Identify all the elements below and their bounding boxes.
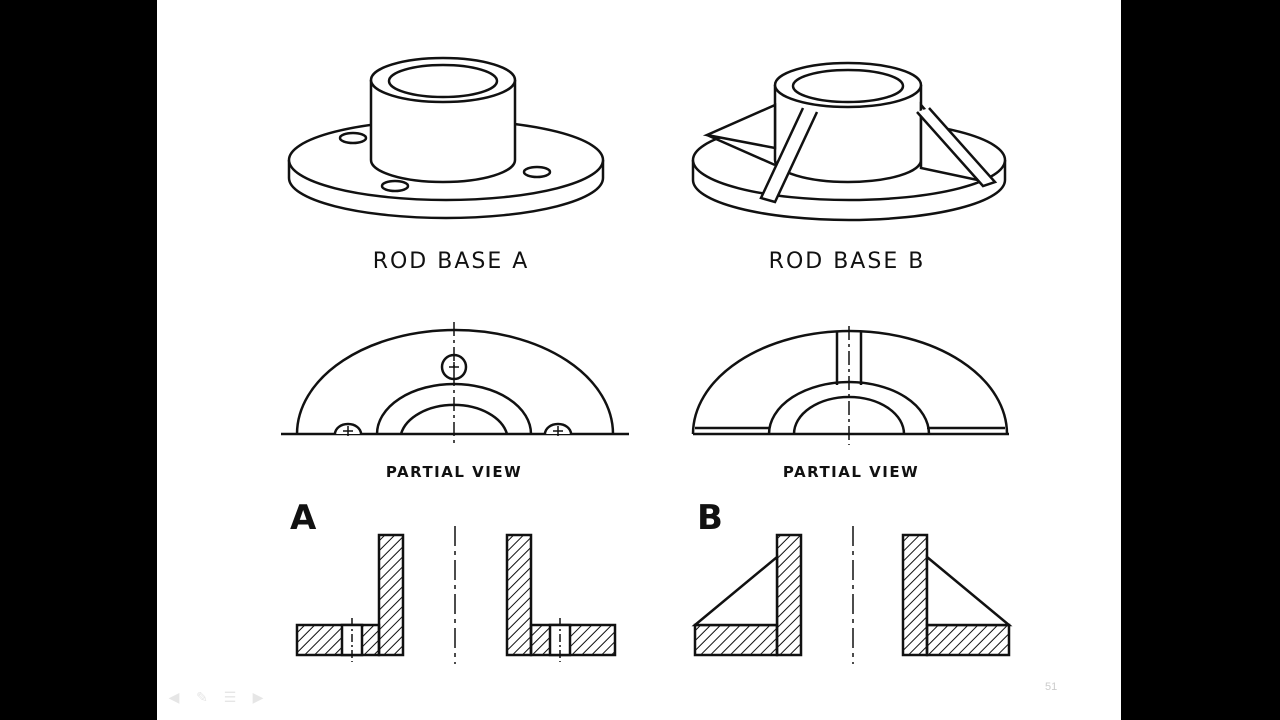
slide: ROD BASE A ROD BASE B PARTIAL VIEW PARTI… xyxy=(157,0,1121,720)
pen-icon[interactable]: ✎ xyxy=(196,689,208,705)
partial-view-b-label: PARTIAL VIEW xyxy=(782,463,920,481)
menu-icon[interactable]: ☰ xyxy=(223,689,237,705)
partial-view-a-label: PARTIAL VIEW xyxy=(385,463,523,481)
rod-base-b-isometric xyxy=(691,61,1007,222)
page-number: 51 xyxy=(1045,681,1058,693)
slide-nav-bar: ◀ ✎ ☰ ▶ xyxy=(165,690,267,704)
technical-drawing xyxy=(281,56,1013,664)
arrow-right-icon[interactable]: ▶ xyxy=(252,689,264,705)
section-b-letter: B xyxy=(697,498,723,538)
section-a-letter: A xyxy=(290,498,317,538)
partial-view-b xyxy=(691,326,1009,445)
section-view-b xyxy=(691,526,1013,664)
partial-view-a xyxy=(281,322,629,445)
arrow-left-icon[interactable]: ◀ xyxy=(168,689,180,705)
rod-base-a-title: ROD BASE A xyxy=(372,249,530,274)
rod-base-b-title: ROD BASE B xyxy=(768,249,926,274)
rod-base-a-isometric xyxy=(287,56,605,220)
section-view-a xyxy=(295,526,617,664)
